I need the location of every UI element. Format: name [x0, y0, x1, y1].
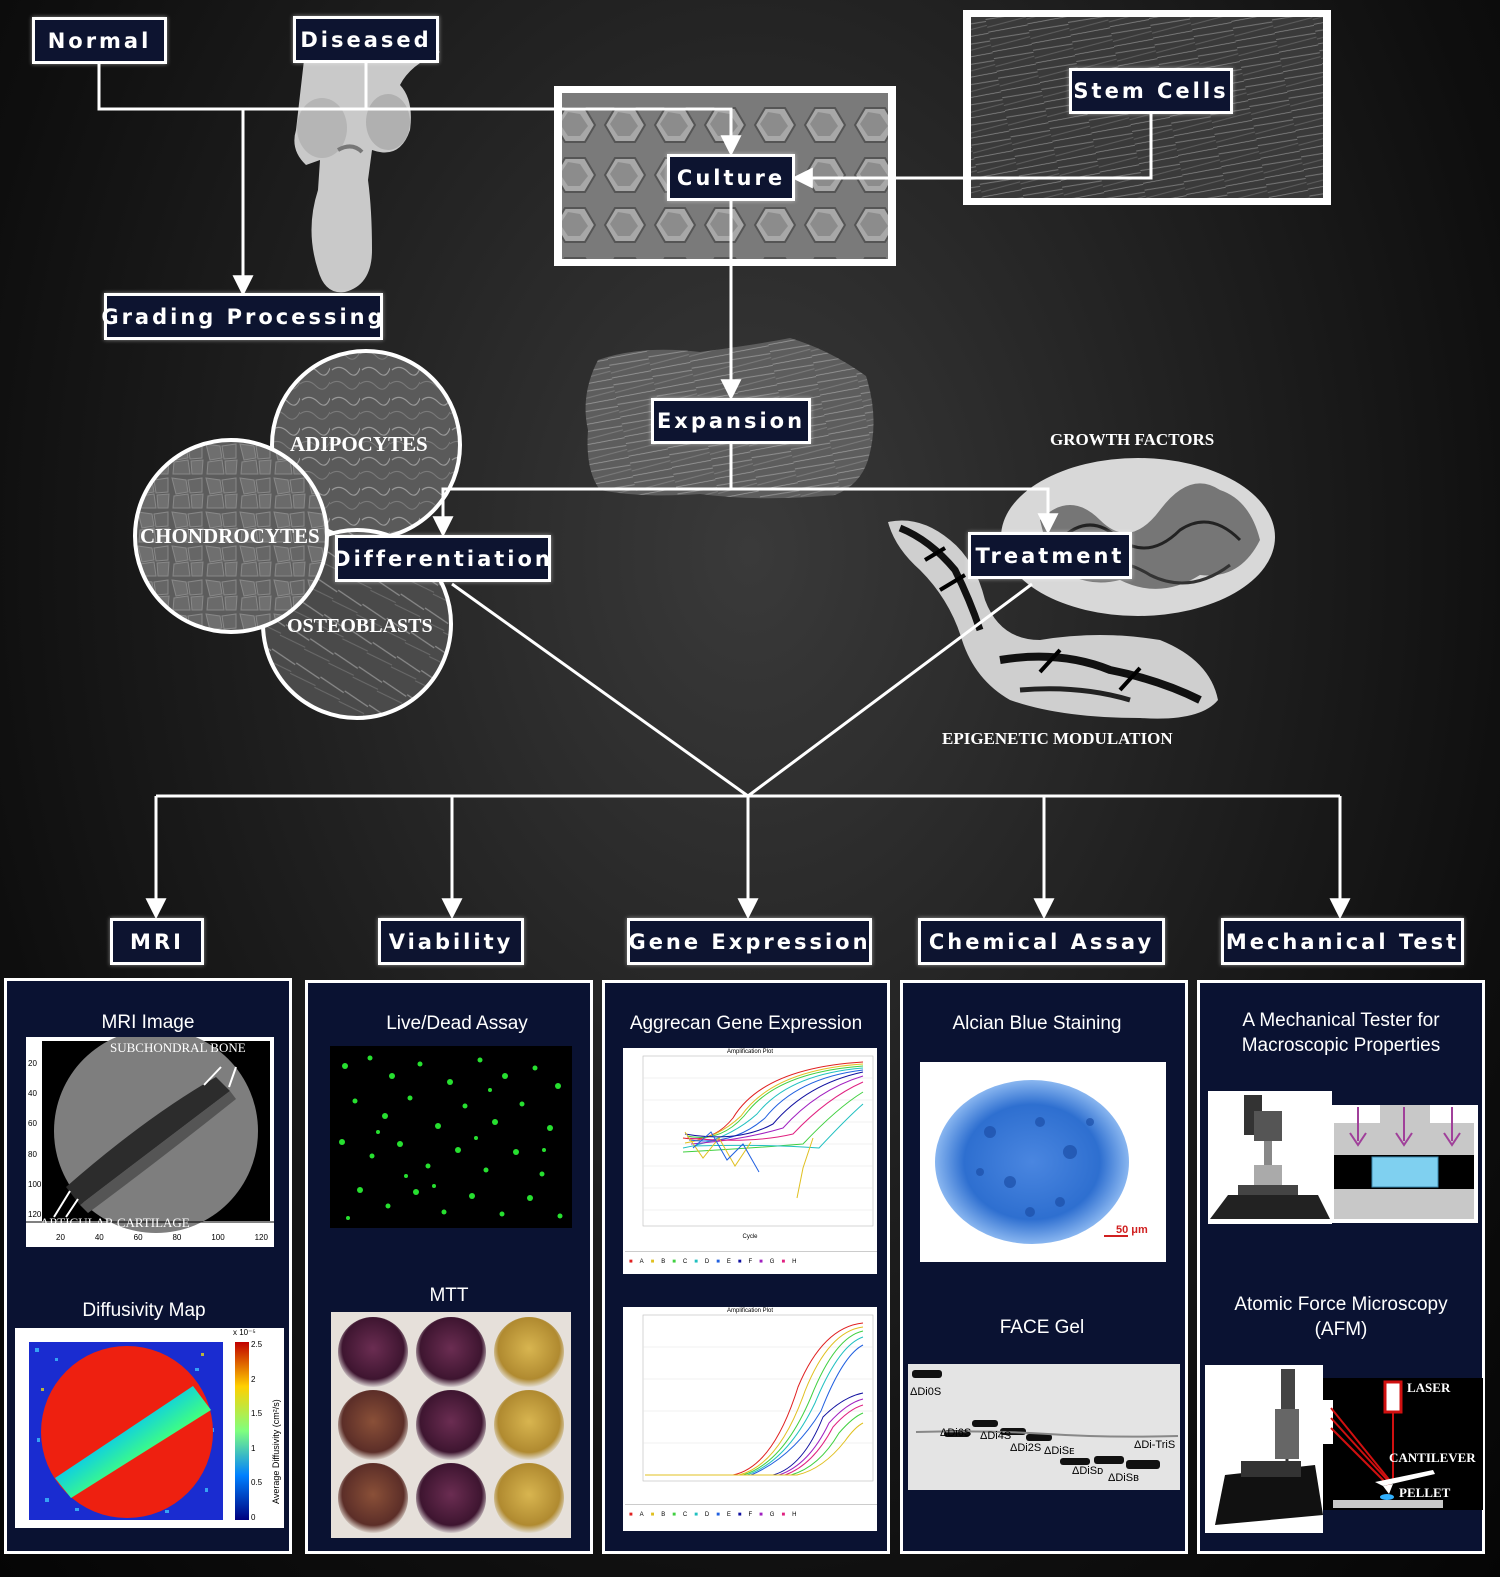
mechanical-test-node[interactable]: Mechanical Test [1221, 918, 1464, 965]
afm-cantilever-label: CANTILEVER [1389, 1450, 1476, 1465]
afm-photo [1205, 1365, 1323, 1533]
face-gel-bands [912, 1370, 1179, 1469]
diffusivity-map-plot [29, 1342, 249, 1520]
flow-connectors [97, 63, 1351, 920]
mechanical-tester-title: A Mechanical Tester for [1242, 1010, 1440, 1031]
mri-image-title: MRI Image [101, 1012, 195, 1033]
live-dead-image [330, 1046, 572, 1228]
chemical-assay-node[interactable]: Chemical Assay [918, 918, 1165, 965]
amplification-plot-linear: Amplification Plot ■A ■B ■C [623, 1307, 877, 1531]
alcian-blue-title: Alcian Blue Staining [952, 1013, 1122, 1034]
mri-node[interactable]: MRI [110, 918, 204, 965]
afm-laser-label: LASER [1407, 1380, 1451, 1395]
normal-node[interactable]: Normal [32, 17, 167, 64]
amp-plot-log-lines [642, 1055, 874, 1227]
stem-cells-node[interactable]: Stem Cells [1069, 68, 1233, 114]
mtt-wells [338, 1317, 564, 1533]
aggrecan-title: Aggrecan Gene Expression [629, 1013, 863, 1034]
tester-machine [1210, 1095, 1330, 1219]
colorbar-exponent: x 10⁻⁵ [233, 1328, 256, 1337]
diffusivity-map-title: Diffusivity Map [82, 1300, 206, 1321]
gene-expression-panel: Aggrecan Gene Expression Amplification P… [602, 980, 890, 1554]
alcian-blue-image: 50 μm [920, 1062, 1166, 1262]
live-dead-title: Live/Dead Assay [386, 1013, 528, 1034]
mri-panel: MRI Image SUBCHONDRAL BONE ARTICULAR CAR… [4, 978, 292, 1554]
compression-diagram [1330, 1105, 1478, 1223]
afm-schematic: LASER CANTILEVER PELLET [1323, 1378, 1483, 1510]
alcian-blue-pellet [935, 1080, 1129, 1244]
diseased-node[interactable]: Diseased [293, 16, 439, 63]
expansion-node[interactable]: Expansion [651, 398, 811, 444]
afm-pellet-label: PELLET [1399, 1485, 1451, 1500]
gene-expression-node[interactable]: Gene Expression [627, 918, 872, 965]
amp-plot-xlabel-1: Cycle [742, 1234, 758, 1240]
viability-panel: Live/Dead Assay MTT [305, 980, 593, 1554]
amplification-plot-log: Amplification Plot [623, 1048, 877, 1274]
grading-processing-node[interactable]: Grading Processing [101, 293, 383, 340]
face-gel-title: FACE Gel [999, 1317, 1085, 1338]
chemical-assay-panel: Alcian Blue Staining 50 μm FACE Gel ΔDi0… [900, 980, 1188, 1554]
differentiation-node[interactable]: Differentiation [333, 535, 551, 582]
chondrocytes-label: CHONDROCYTES [140, 524, 320, 548]
chondrocytes-circle [133, 438, 329, 634]
mri-image-plot [26, 1037, 274, 1233]
mechanical-tester-title-2: Macroscopic Properties [1241, 1035, 1441, 1056]
mechanical-test-panel: A Mechanical Tester for Macroscopic Prop… [1197, 980, 1485, 1554]
culture-node[interactable]: Culture [667, 154, 795, 201]
amp-plot-legend-2: ■A ■B ■C ■D ■E ■F ■G ■H [625, 1504, 877, 1525]
mtt-title: MTT [429, 1285, 469, 1306]
live-dead-dots [339, 1055, 563, 1220]
compression-schematic [1330, 1105, 1478, 1223]
adipocytes-label: ADIPOCYTES [290, 432, 428, 456]
epigenetic-modulation-label: EPIGENETIC MODULATION [942, 729, 1173, 748]
amp-plot-linear-lines [642, 1314, 874, 1482]
colorbar-label: Average Diffusivity (cm²/s) [271, 1399, 281, 1504]
amp-plot-title-2: Amplification Plot [726, 1308, 774, 1314]
afm-title-2: (AFM) [1314, 1319, 1368, 1340]
alcian-scale-label: 50 μm [1116, 1224, 1148, 1236]
subchondral-bone-label: SUBCHONDRAL BONE [110, 1040, 246, 1055]
amp-plot-legend-1: ■A ■B ■C ■D ■E ■F ■G ■H [625, 1251, 877, 1272]
mtt-plate-image [331, 1312, 571, 1538]
mechanical-tester-photo [1208, 1091, 1332, 1224]
afm-title: Atomic Force Microscopy [1234, 1294, 1448, 1315]
afm-machine [1215, 1369, 1323, 1525]
growth-factors-label: GROWTH FACTORS [1050, 430, 1215, 449]
articular-cartilage-label: ARTICULAR CARTILAGE [40, 1215, 190, 1230]
amp-plot-title-1: Amplification Plot [726, 1049, 774, 1055]
afm-diagram [1323, 1380, 1443, 1508]
face-gel-image: ΔDi0S ΔDi6S ΔDi4S ΔDi2S ΔDiSᴇ ΔDiSᴅ ΔDiS… [908, 1364, 1180, 1490]
treatment-node[interactable]: Treatment [968, 532, 1132, 579]
face-band-labels: ΔDi0S ΔDi6S ΔDi4S ΔDi2S ΔDiSᴇ ΔDiSᴅ ΔDiS… [910, 1386, 1176, 1484]
viability-node[interactable]: Viability [378, 918, 524, 965]
osteoblasts-label: OSTEOBLASTS [287, 615, 433, 637]
